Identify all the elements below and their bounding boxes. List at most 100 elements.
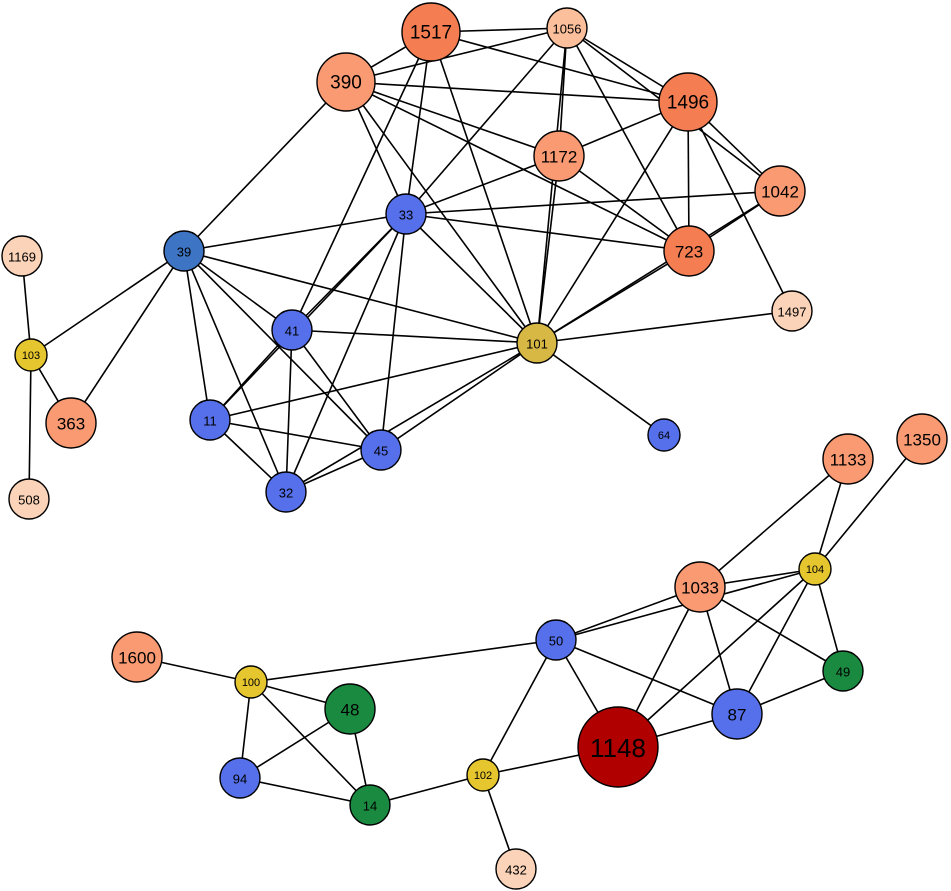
node-94: 94	[219, 757, 261, 799]
node-circle	[189, 399, 231, 441]
node-32: 32	[265, 471, 307, 513]
node-label: 1033	[681, 579, 719, 598]
edge-39-363	[70, 250, 185, 424]
edge-101-32	[285, 342, 538, 493]
node-label: 390	[330, 73, 362, 94]
edge-39-41	[183, 250, 293, 331]
node-circle	[771, 290, 813, 332]
edge-723-33	[405, 213, 690, 252]
edge-39-45	[183, 250, 382, 451]
node-label: 1148	[590, 733, 646, 763]
node-circle	[535, 619, 577, 661]
edge-39-103	[30, 250, 185, 356]
edge-1133-1033	[699, 458, 849, 588]
node-circle	[111, 631, 163, 683]
edge-104-87	[736, 568, 816, 715]
edge-1496-1497	[687, 101, 793, 312]
node-label: 1133	[830, 451, 867, 470]
node-label: 1497	[778, 305, 807, 320]
edge-1350-104	[814, 438, 923, 570]
edge-33-101	[405, 213, 538, 344]
node-label: 1172	[541, 148, 578, 167]
edge-1056-723	[566, 27, 690, 252]
edge-1172-723	[558, 155, 690, 252]
node-label: 48	[341, 701, 360, 720]
node-64: 64	[647, 418, 681, 452]
node-circle	[349, 784, 391, 826]
node-circle	[754, 165, 806, 217]
edge-390-39	[183, 81, 347, 252]
node-circle	[316, 52, 376, 112]
node-1496: 1496	[658, 72, 718, 132]
node-circle	[822, 650, 864, 692]
node-label: 94	[233, 772, 247, 787]
edge-1172-101	[536, 155, 560, 344]
node-label: 102	[474, 770, 492, 782]
node-100: 100	[234, 665, 268, 699]
node-label: 49	[836, 665, 850, 680]
edge-41-32	[285, 329, 293, 493]
node-102: 102	[466, 758, 500, 792]
node-circle	[45, 397, 97, 449]
edge-101-45	[380, 342, 538, 451]
edge-33-39	[183, 213, 407, 252]
node-circle	[401, 2, 461, 62]
node-label: 103	[22, 350, 40, 362]
node-41: 41	[271, 309, 313, 351]
edge-1056-101	[536, 27, 568, 344]
node-circle	[234, 665, 268, 699]
node-circle	[577, 706, 659, 788]
node-circle	[658, 72, 718, 132]
edge-39-101	[183, 250, 538, 344]
node-45: 45	[360, 429, 402, 471]
node-label: 508	[18, 493, 40, 508]
edge-50-100	[250, 639, 557, 683]
edge-1517-101	[430, 31, 538, 344]
node-circle	[674, 561, 726, 613]
node-circle	[14, 338, 48, 372]
node-label: 87	[728, 706, 747, 725]
node-1056: 1056	[546, 7, 588, 49]
edge-390-723	[345, 81, 690, 252]
node-101: 101	[516, 322, 558, 364]
node-circle	[663, 225, 715, 277]
node-label: 100	[242, 677, 260, 689]
node-label: 64	[658, 430, 670, 442]
node-label: 1056	[553, 22, 582, 37]
edge-1056-33	[405, 27, 568, 215]
node-1042: 1042	[754, 165, 806, 217]
edge-1517-1496	[430, 31, 689, 103]
edge-11-45	[209, 419, 382, 451]
edge-100-14	[250, 681, 371, 806]
node-circle	[647, 418, 681, 452]
node-label: 363	[57, 415, 85, 434]
node-circle	[360, 429, 402, 471]
node-1497: 1497	[771, 290, 813, 332]
node-432: 432	[495, 848, 537, 890]
edge-1496-101	[536, 101, 689, 344]
node-11: 11	[189, 399, 231, 441]
edge-1033-49	[699, 586, 844, 672]
node-label: 104	[806, 564, 824, 576]
node-label: 50	[549, 634, 563, 649]
node-104: 104	[798, 552, 832, 586]
edge-1497-101	[536, 310, 793, 344]
node-label: 101	[526, 337, 548, 352]
node-508: 508	[8, 478, 50, 520]
node-48: 48	[324, 683, 376, 735]
node-label: 45	[374, 444, 388, 459]
node-87: 87	[711, 688, 763, 740]
node-103: 103	[14, 338, 48, 372]
node-1172: 1172	[533, 130, 585, 182]
node-label: 1517	[410, 23, 452, 44]
node-14: 14	[349, 784, 391, 826]
node-circle	[265, 471, 307, 513]
edge-390-1172	[345, 81, 560, 157]
node-363: 363	[45, 397, 97, 449]
edge-33-32	[285, 213, 407, 493]
edge-50-87	[555, 639, 738, 715]
node-label: 432	[505, 863, 527, 878]
edge-94-14	[239, 777, 371, 806]
